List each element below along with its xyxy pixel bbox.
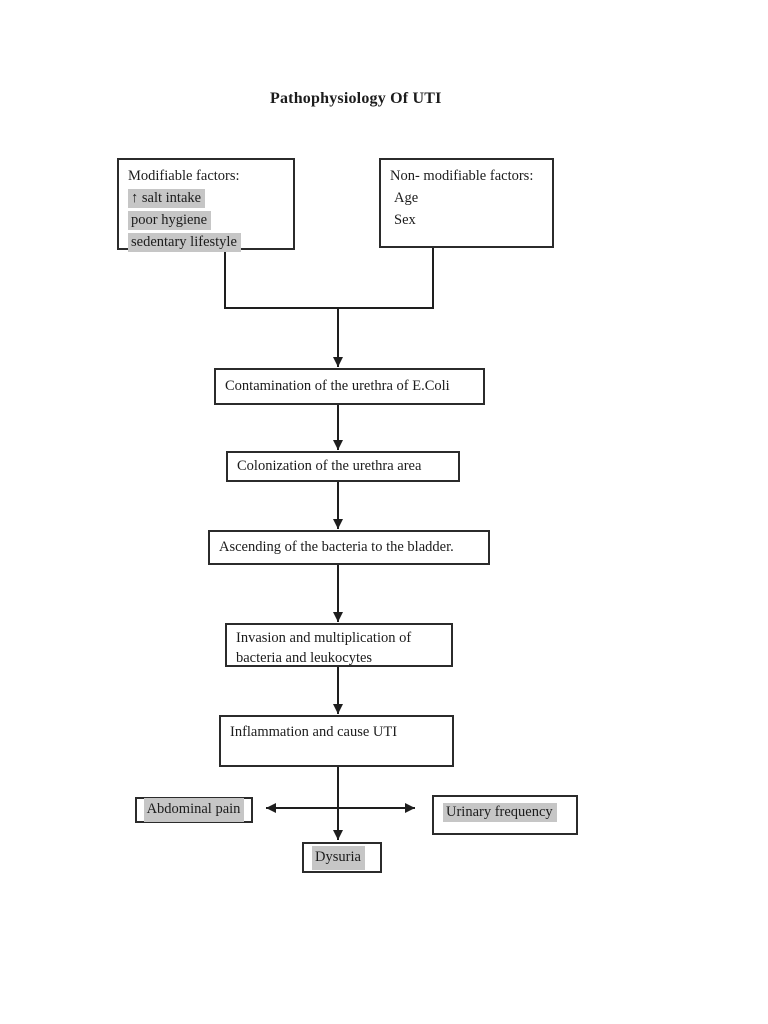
symptom-dysuria: Dysuria — [302, 842, 382, 873]
modifiable-factor-poor-hygiene: poor hygiene — [128, 211, 212, 230]
diagram-title: Pathophysiology Of UTI — [270, 90, 442, 107]
flow-step-invasion-label: Invasion and multiplication of bacteria … — [236, 630, 412, 666]
non-modifiable-factor-sex: Sex — [394, 212, 416, 228]
flow-step-colonization: Colonization of the urethra area — [226, 451, 460, 482]
flow-step-ascending-label: Ascending of the bacteria to the bladder… — [219, 539, 454, 555]
modifiable-factor-salt-intake: ↑ salt intake — [128, 189, 206, 208]
flow-step-invasion: Invasion and multiplication of bacteria … — [225, 623, 453, 667]
non-modifiable-factors-box: Non- modifiable factors: Age Sex — [379, 158, 554, 248]
symptom-dysuria-label: Dysuria — [312, 845, 365, 870]
flow-step-ascending: Ascending of the bacteria to the bladder… — [208, 530, 490, 565]
flow-step-contamination-label: Contamination of the urethra of E.Coli — [225, 378, 450, 394]
symptom-abdominal-pain: Abdominal pain — [135, 797, 253, 823]
modifiable-factor-sedentary-lifestyle: sedentary lifestyle — [128, 233, 241, 252]
flow-step-inflammation: Inflammation and cause UTI — [219, 715, 454, 767]
flow-step-inflammation-label: Inflammation and cause UTI — [230, 724, 398, 740]
symptom-urinary-frequency: Urinary frequency — [432, 795, 578, 835]
modifiable-factors-heading: Modifiable factors: — [128, 168, 240, 184]
flow-step-colonization-label: Colonization of the urethra area — [237, 458, 422, 474]
non-modifiable-factors-heading: Non- modifiable factors: — [390, 168, 534, 184]
non-modifiable-factor-age: Age — [394, 190, 419, 206]
symptom-abdominal-pain-label: Abdominal pain — [143, 798, 245, 822]
symptom-urinary-frequency-label: Urinary frequency — [443, 803, 557, 822]
modifiable-factors-box: Modifiable factors: ↑ salt intake poor h… — [117, 158, 295, 252]
flow-step-contamination: Contamination of the urethra of E.Coli — [214, 368, 485, 405]
